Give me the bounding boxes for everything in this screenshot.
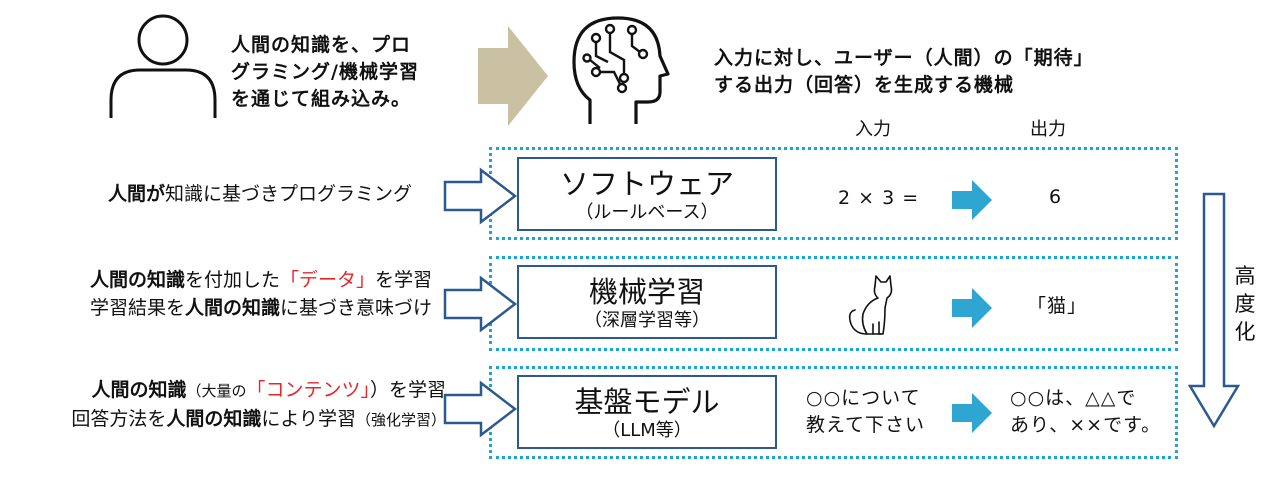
person-icon xyxy=(109,14,217,118)
row-software-hollow-arrow-icon xyxy=(443,167,518,225)
software-input: 2 × 3 = xyxy=(838,187,920,209)
ml-result-arrow-icon xyxy=(952,288,992,328)
foundation-result-arrow-icon xyxy=(952,393,992,433)
software-output: 6 xyxy=(1049,186,1063,208)
software-result-arrow-icon xyxy=(952,180,992,220)
row-foundation-hollow-arrow-icon xyxy=(443,380,518,438)
ml-output: 「猫」 xyxy=(1027,295,1088,317)
foundation-model-title: 基盤モデル xyxy=(574,385,720,419)
cat-icon xyxy=(848,275,893,335)
row-foundation-description: 人間の知識（大量の「コンテンツ」）を学習 回答方法を人間の知識により学習（強化学… xyxy=(71,379,446,430)
ml-model-subtitle: （深層学習等） xyxy=(584,310,710,331)
ml-model-box: 機械学習 （深層学習等） xyxy=(517,265,777,339)
input-header: 入力 xyxy=(855,119,891,140)
foundation-output: ○○は、△△で あり、××です。 xyxy=(1010,387,1162,436)
output-header: 出力 xyxy=(1030,119,1066,140)
row-ml-hollow-arrow-icon xyxy=(443,275,518,333)
foundation-model-subtitle: （LLM等） xyxy=(602,420,692,441)
advancement-label: 高 度 化 xyxy=(1234,264,1256,344)
human-knowledge-text: 人間の知識を、プロ グラミング/機械学習 を通じて組み込み。 xyxy=(231,34,419,110)
software-model-box: ソフトウェア （ルールベース） xyxy=(517,157,777,231)
big-right-arrow-icon xyxy=(478,26,548,126)
row-software-description: 人間が知識に基づきプログラミング xyxy=(107,183,412,205)
foundation-input: ○○について 教えて下さい xyxy=(806,387,926,436)
machine-description-text: 入力に対し、ユーザー（人間）の「期待」 する出力（回答）を生成する機械 xyxy=(714,47,1094,96)
row-ml-description: 人間の知識を付加した「データ」を学習 学習結果を人間の知識に基づき意味づけ xyxy=(89,269,432,319)
ai-head-icon xyxy=(572,16,670,124)
advancement-down-arrow-icon xyxy=(1187,192,1241,429)
software-model-title: ソフトウェア xyxy=(559,167,734,201)
foundation-model-box: 基盤モデル （LLM等） xyxy=(517,375,777,449)
software-model-subtitle: （ルールベース） xyxy=(575,202,719,223)
ml-model-title: 機械学習 xyxy=(588,275,705,309)
